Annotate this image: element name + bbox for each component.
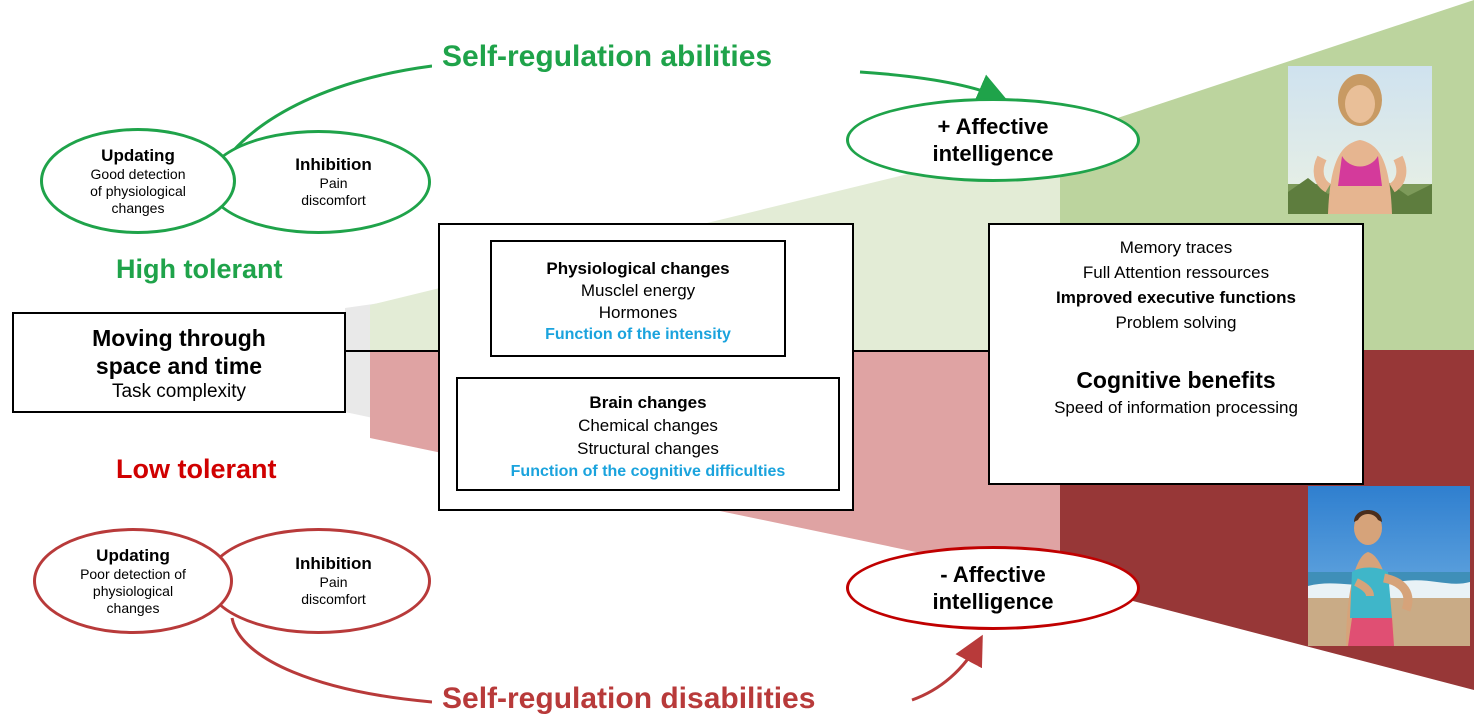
photo-happy-runner <box>1288 66 1432 214</box>
photo-exhausted-runner <box>1308 486 1470 646</box>
physiological-line: Hormones <box>598 303 678 322</box>
affective-line: intelligence <box>932 141 1054 166</box>
moving-subtitle: Task complexity <box>111 381 247 402</box>
benefit-line: Problem solving <box>1115 313 1237 332</box>
updating-line: Poor detection of <box>80 565 186 582</box>
updating-line: of physiological <box>90 182 186 199</box>
ellipse-inhibition-high: Inhibition Pain discomfort <box>206 130 431 234</box>
inhibition-line: Pain <box>319 175 348 191</box>
disabilities-arrow <box>911 634 983 702</box>
ellipse-updating-high: Updating Good detection of physiological… <box>40 128 236 234</box>
inhibition-title: Inhibition <box>295 554 372 573</box>
heading-self-regulation-disabilities: Self-regulation disabilities <box>432 680 826 718</box>
ellipse-positive-affective-intelligence: + Affective intelligence <box>846 98 1140 182</box>
physiological-line: Musclel energy <box>580 281 696 300</box>
updating-line: physiological <box>92 582 174 599</box>
box-physiological-changes: Physiological changes Musclel energy Hor… <box>490 240 786 357</box>
box-moving-through-space: Moving through space and time Task compl… <box>12 312 346 413</box>
moving-title-line: Moving through <box>92 325 266 351</box>
inhibition-title: Inhibition <box>295 155 372 174</box>
benefit-line: Full Attention ressources <box>1082 263 1270 282</box>
updating-line: changes <box>111 199 165 216</box>
disabilities-arrow <box>230 617 433 704</box>
brain-title: Brain changes <box>589 393 707 412</box>
updating-line: changes <box>106 599 160 616</box>
updating-line: Good detection <box>90 165 186 182</box>
inhibition-line: Pain <box>319 574 348 590</box>
benefit-line: Memory traces <box>1119 238 1233 257</box>
affective-line: - Affective <box>940 562 1046 587</box>
ellipse-inhibition-low: Inhibition Pain discomfort <box>206 528 431 634</box>
label-low-tolerant: Low tolerant <box>116 454 277 484</box>
benefit-bold-line: Improved executive functions <box>1056 288 1296 307</box>
abilities-arrow <box>859 70 1008 103</box>
affective-line: + Affective <box>937 114 1049 139</box>
inhibition-line: discomfort <box>301 192 366 208</box>
cognitive-benefits-subtitle: Speed of information processing <box>1054 398 1298 417</box>
moving-title-line: space and time <box>95 353 263 379</box>
brain-line: Chemical changes <box>578 416 718 435</box>
label-high-tolerant: High tolerant <box>116 254 283 284</box>
inhibition-line: discomfort <box>301 591 366 607</box>
ellipse-updating-low: Updating Poor detection of physiological… <box>33 528 233 634</box>
physiological-highlight: Function of the intensity <box>545 326 731 343</box>
abilities-arrow <box>230 64 433 154</box>
box-cognitive-benefits: Memory traces Full Attention ressources … <box>988 223 1364 485</box>
updating-title: Updating <box>101 145 175 165</box>
physiological-title: Physiological changes <box>546 259 730 278</box>
heading-self-regulation-abilities: Self-regulation abilities <box>432 38 783 76</box>
updating-title: Updating <box>96 545 170 565</box>
affective-line: intelligence <box>932 589 1054 614</box>
brain-line: Structural changes <box>577 439 719 458</box>
cognitive-benefits-title: Cognitive benefits <box>1076 367 1276 393</box>
ellipse-negative-affective-intelligence: - Affective intelligence <box>846 546 1140 630</box>
box-brain-changes: Brain changes Chemical changes Structura… <box>456 377 840 491</box>
brain-highlight: Function of the cognitive difficulties <box>510 463 786 480</box>
